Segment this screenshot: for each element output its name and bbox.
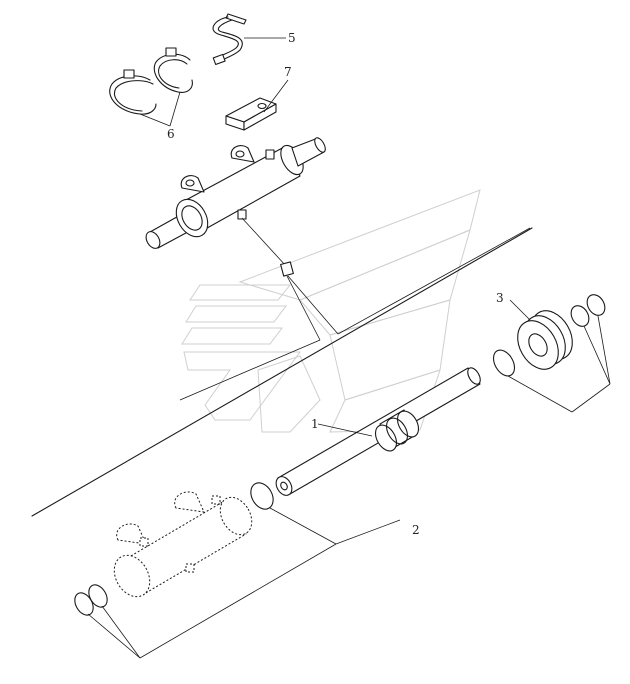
assembled-cylinder	[145, 137, 326, 267]
seal-pack-part	[509, 299, 573, 370]
callout-5: 5	[288, 31, 296, 45]
pipe-fitting-part	[212, 13, 286, 66]
callout-3: 3	[496, 291, 504, 305]
hose-clamp-pair	[109, 47, 193, 127]
callout-1: 1	[311, 417, 319, 431]
cylinder-barrel-part	[113, 491, 253, 598]
piston-rod-part	[275, 367, 481, 496]
reference-square	[280, 261, 294, 277]
o-ring-set-left	[74, 519, 401, 659]
callout-6: 6	[167, 127, 175, 141]
callout-7: 7	[284, 65, 292, 79]
o-ring-set-right	[492, 294, 611, 413]
watermark-logo	[181, 189, 481, 433]
guide-line	[31, 227, 533, 517]
callout-2: 2	[412, 523, 420, 537]
mounting-bracket-part	[225, 79, 289, 131]
o-ring-rod	[250, 482, 274, 510]
